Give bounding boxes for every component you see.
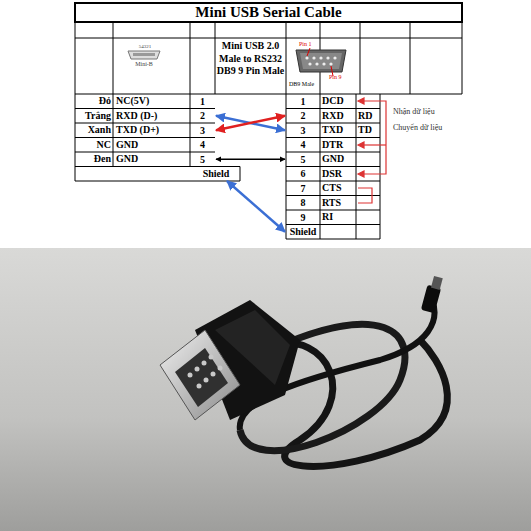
pin-cell: 2 xyxy=(190,109,215,124)
table-cell-text: GND xyxy=(116,138,188,153)
pin-number: Shield xyxy=(290,226,317,237)
wire-arrow xyxy=(216,116,285,131)
table-cell-text: Trắng xyxy=(76,109,111,124)
pin-number: 1 xyxy=(301,96,306,107)
table-cell-text: Xanh xyxy=(76,123,111,138)
table-cell-text: DTR xyxy=(322,138,355,153)
table-cell-text: Đỏ xyxy=(76,94,111,109)
pin-number: 3 xyxy=(200,125,205,136)
table-cell-text: RD xyxy=(358,109,379,124)
table-cell-text: RXD (D-) xyxy=(116,109,188,124)
pin-number: 9 xyxy=(301,212,306,223)
pin-number: Shield xyxy=(203,168,230,179)
header-text: Mini USB 2.0 Male to RS232 DB9 9 Pin Mal… xyxy=(216,40,285,78)
table-cell-text: DB9 Male xyxy=(289,80,329,88)
pin-number: 3 xyxy=(301,125,306,136)
table-cell-text: TXD xyxy=(322,123,355,138)
table-cell-text: RXD xyxy=(322,109,355,124)
table-cell-text: RTS xyxy=(322,196,355,211)
pin-cell: Shield xyxy=(194,167,238,182)
wire-arrow xyxy=(216,159,285,161)
pin-cell: 1 xyxy=(190,94,215,109)
wire-arrow xyxy=(216,116,285,131)
pin-cell: 9 xyxy=(286,210,320,225)
table-cell-text: Chuyển dữ liệu xyxy=(393,122,493,134)
pin-cell: 8 xyxy=(286,196,320,211)
table-cell-text: Đen xyxy=(76,152,111,167)
table-cell-text: Mini-B xyxy=(124,60,164,68)
pin-cell: 6 xyxy=(286,167,320,182)
pin-cell: 2 xyxy=(286,109,320,124)
pin-number: 6 xyxy=(301,168,306,179)
pin-cell: 3 xyxy=(190,123,215,138)
table-cell-text: Nhận dữ liệu xyxy=(393,106,493,118)
table-cell-text: GND xyxy=(116,152,188,167)
pin-number: 2 xyxy=(200,110,205,121)
pin-number: 8 xyxy=(301,197,306,208)
table-cell-text: GND xyxy=(322,152,355,167)
pin-cell: 5 xyxy=(286,152,320,167)
mini-b-icon xyxy=(128,51,160,59)
pin-number: 7 xyxy=(301,183,306,194)
cable-photo xyxy=(0,248,531,531)
pin-cell: 4 xyxy=(286,138,320,153)
pin-cell: 4 xyxy=(190,138,215,153)
table-cell-text: RI xyxy=(322,210,355,225)
table-cell-text: TD xyxy=(358,123,379,138)
pin-cell: 1 xyxy=(286,94,320,109)
table-cell-text: DCD xyxy=(322,94,355,109)
table-cell-text: NC xyxy=(76,138,111,153)
pin-number: 1 xyxy=(200,96,205,107)
pin-number: 2 xyxy=(301,110,306,121)
pin-number: 4 xyxy=(301,139,306,150)
pin-cell: 3 xyxy=(286,123,320,138)
db9-icon xyxy=(296,48,346,76)
pin-cell: 5 xyxy=(190,152,215,167)
pin-number: 5 xyxy=(301,154,306,165)
table-cell-text: 54321 xyxy=(135,43,155,50)
table-cell-text: Pin 1 xyxy=(299,40,321,48)
pin-cell: Shield xyxy=(286,225,320,240)
pin-number: 4 xyxy=(200,139,205,150)
pin-number: 5 xyxy=(200,154,205,165)
wire-arrow xyxy=(227,181,285,232)
table-title: Mini USB Serial Cable xyxy=(75,3,462,22)
pin-cell: 7 xyxy=(286,181,320,196)
table-cell-text: TXD (D+) xyxy=(116,123,188,138)
table-cell-text: NC(5V) xyxy=(116,94,188,109)
table-cell-text: CTS xyxy=(322,181,355,196)
table-grid xyxy=(75,3,462,239)
table-cell-text: DSR xyxy=(322,167,355,182)
loopback-brackets xyxy=(358,98,386,203)
table-cell-text: Pin 9 xyxy=(329,73,351,81)
